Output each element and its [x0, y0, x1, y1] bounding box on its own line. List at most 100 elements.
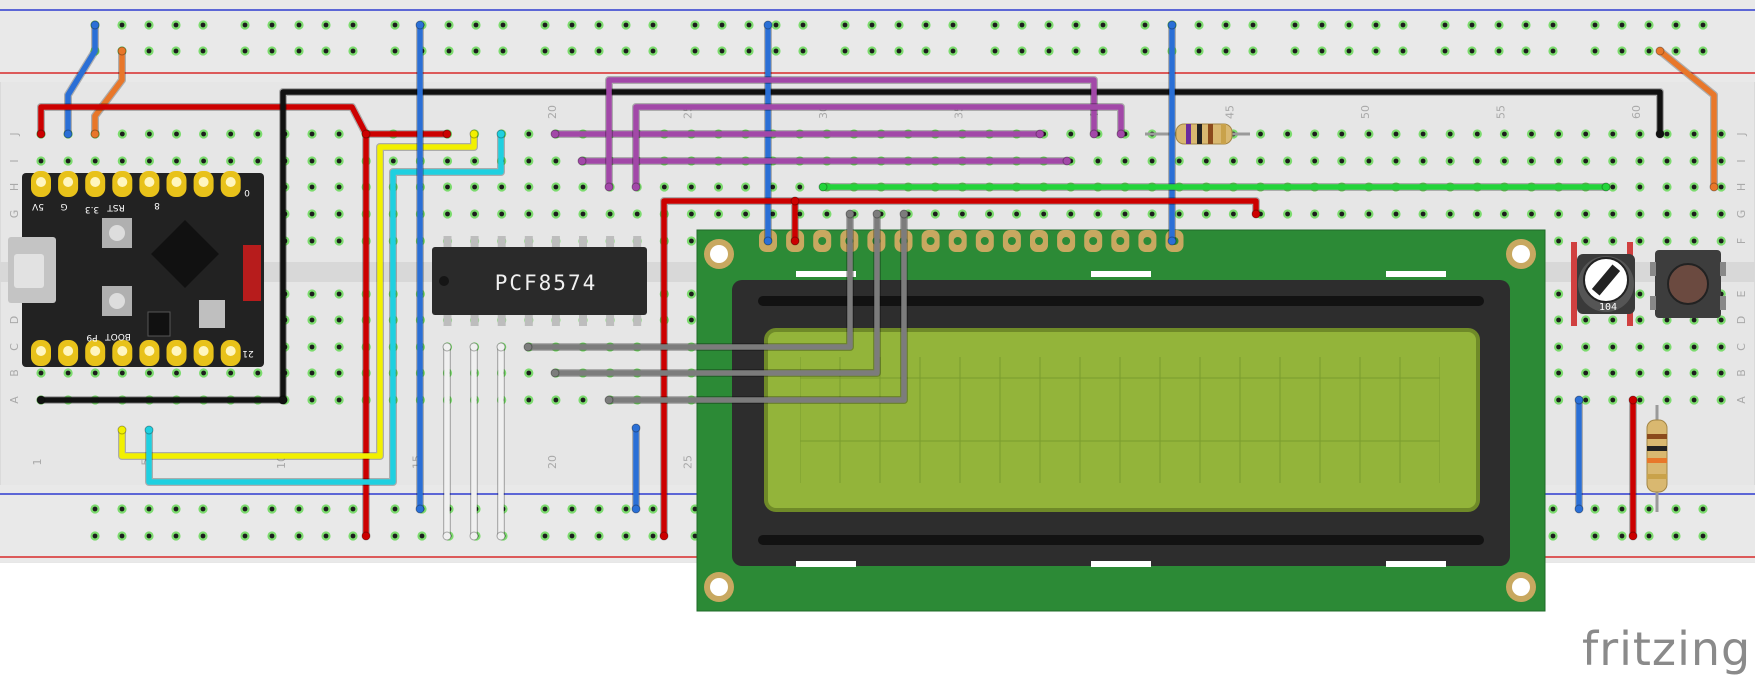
wire-end: [1574, 395, 1584, 405]
wire-end: [1601, 182, 1611, 192]
wire-end: [790, 196, 800, 206]
wire-end: [361, 129, 371, 139]
chip-pin: [443, 314, 452, 326]
wire-end: [550, 129, 560, 139]
column-number: 55: [1494, 105, 1507, 119]
wire-end: [144, 425, 154, 435]
wire-end: [1251, 209, 1261, 219]
row-letter: I: [1735, 159, 1748, 162]
wire-end: [361, 531, 371, 541]
wire-end: [36, 395, 46, 405]
wire-orange: [92, 48, 125, 137]
mcu-silk-label: BOOT: [105, 331, 131, 341]
lcd-module: [696, 229, 1546, 612]
chip-pin: [551, 314, 560, 326]
row-letter: A: [8, 396, 21, 404]
wire-end: [631, 182, 641, 192]
wire-end: [1709, 182, 1719, 192]
mcu-silk-label: 5V: [31, 201, 44, 211]
wire-end: [1628, 531, 1638, 541]
chip-pin: [606, 236, 615, 248]
mcu-pcb: [22, 173, 264, 367]
chip-label: PCF8574: [495, 271, 598, 295]
chip-pin: [497, 314, 506, 326]
row-letter: H: [8, 183, 21, 191]
column-number: 25: [681, 455, 694, 469]
column-number: 60: [1630, 105, 1643, 119]
wire-end: [415, 504, 425, 514]
wire-end: [469, 129, 479, 139]
wire-end: [604, 395, 614, 405]
wire-end: [469, 531, 479, 541]
resistor-top: [1145, 123, 1250, 145]
chip-pin: [579, 314, 587, 326]
wire-red: [661, 198, 798, 539]
wire-end: [36, 129, 46, 139]
wire-end: [1655, 46, 1665, 56]
wire-end: [523, 342, 533, 352]
wire-end: [442, 531, 452, 541]
wire-end: [604, 182, 614, 192]
row-letter: B: [1735, 369, 1748, 377]
row-letter: G: [1735, 210, 1748, 219]
row-letter: C: [8, 343, 21, 351]
wire-end: [90, 129, 100, 139]
wire-end: [117, 46, 127, 56]
wire-end: [818, 182, 828, 192]
wire-end: [631, 504, 641, 514]
chip-pin: [443, 236, 452, 248]
lcd-character-grid: [800, 357, 1440, 483]
chip-pin: [551, 236, 560, 248]
chip-body: [432, 247, 647, 315]
pcf8574-chip: PCF8574: [432, 236, 647, 326]
wire-end: [872, 209, 882, 219]
pushbutton[interactable]: [1650, 250, 1726, 318]
row-letter: B: [8, 369, 21, 377]
chip-pin: [470, 314, 479, 326]
wire-end: [90, 20, 100, 30]
wire-blue: [65, 22, 98, 137]
row-letter: F: [1735, 238, 1748, 244]
potentiometer-label: 104: [1599, 302, 1617, 313]
wire-end: [1167, 20, 1177, 30]
row-letter: E: [1735, 290, 1748, 297]
wire-end: [442, 342, 452, 352]
wire-purple: [633, 104, 1124, 190]
mcu-silk-label: 0: [244, 187, 250, 197]
wire-gray: [606, 211, 907, 403]
wire-red: [38, 104, 369, 539]
mcu-silk-label: 21: [242, 348, 253, 358]
column-number: 20: [546, 455, 559, 469]
chip-pin: [633, 314, 642, 326]
wire-end: [550, 368, 560, 378]
wire-end: [1628, 395, 1638, 405]
column-number: 20: [546, 105, 559, 119]
chip-pin: [579, 236, 587, 248]
wire-end: [117, 425, 127, 435]
wire-end: [496, 129, 506, 139]
wire-end: [763, 20, 773, 30]
mcu-silk-label: RST: [107, 202, 125, 212]
row-letter: D: [8, 316, 21, 324]
mcu-chip: [151, 220, 219, 288]
fritzing-watermark: fritzing: [1582, 622, 1752, 676]
column-number: 50: [1359, 105, 1372, 119]
wire-end: [899, 209, 909, 219]
potentiometer: 104: [1571, 242, 1635, 326]
chip-pin: [497, 236, 506, 248]
wire-end: [278, 395, 288, 405]
wire-end: [1035, 129, 1045, 139]
wire-gray: [552, 211, 880, 376]
mcu-silk-label: 3.3: [85, 204, 99, 214]
mcu-silk-label: G: [60, 201, 67, 211]
row-letter: H: [1735, 183, 1748, 191]
wire-end: [763, 236, 773, 246]
row-letter: J: [8, 132, 21, 136]
wire-end: [577, 156, 587, 166]
chip-pin: [633, 236, 642, 248]
wire-end: [469, 342, 479, 352]
wire-end: [1116, 129, 1126, 139]
mcu-silk-label: P9: [86, 332, 97, 342]
